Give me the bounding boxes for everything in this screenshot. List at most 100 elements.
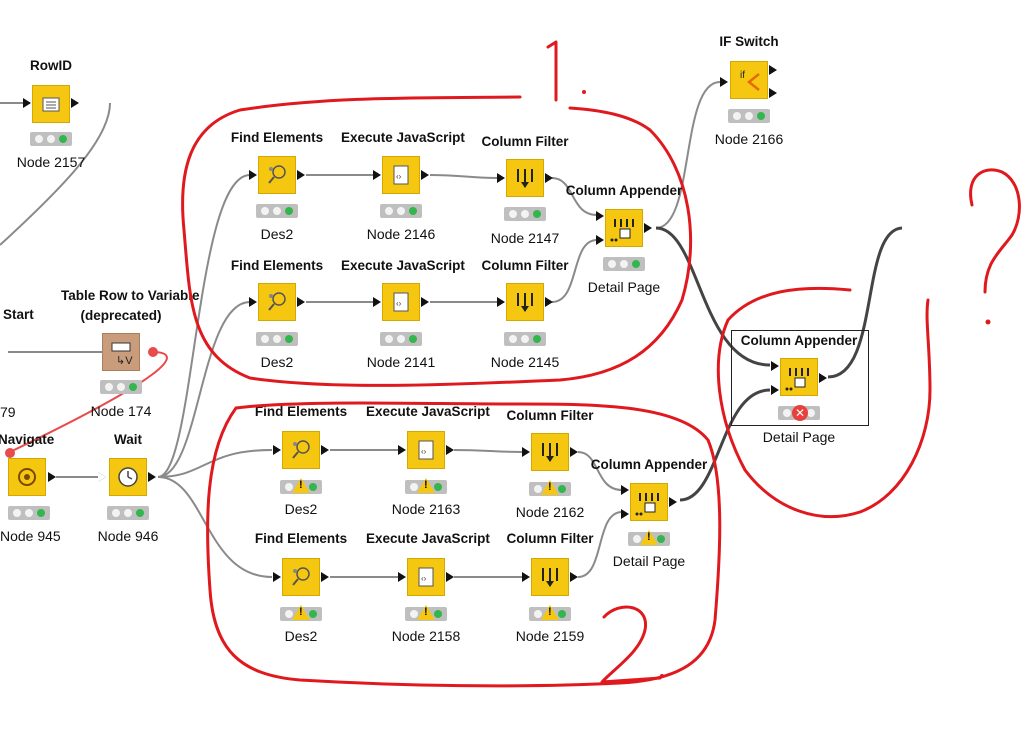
input-port[interactable] xyxy=(398,572,406,582)
node-execute-javascript[interactable]: Execute JavaScript ‹› Node 2141 xyxy=(341,258,465,370)
node-find-elements[interactable]: Find Elements Des2 xyxy=(217,258,337,370)
javascript-icon[interactable]: ‹› xyxy=(407,558,445,596)
input-port[interactable] xyxy=(497,297,505,307)
output-port[interactable] xyxy=(297,297,305,307)
if-switch-icon[interactable]: if xyxy=(730,61,768,99)
column-appender-icon[interactable] xyxy=(630,483,668,521)
node-label[interactable]: Node 2158 xyxy=(391,628,461,644)
input-port[interactable] xyxy=(23,98,31,108)
output-port[interactable] xyxy=(570,447,578,457)
output-port[interactable] xyxy=(421,170,429,180)
find-elements-icon[interactable] xyxy=(258,283,296,321)
output-port-top[interactable] xyxy=(769,65,777,75)
javascript-icon[interactable]: ‹› xyxy=(407,431,445,469)
node-label[interactable]: Node 2145 xyxy=(490,354,560,370)
input-port[interactable] xyxy=(720,77,728,87)
input-port-bottom[interactable] xyxy=(596,235,604,245)
warning-icon[interactable] xyxy=(640,530,658,545)
node-column-appender[interactable]: Column Appender Detail Page xyxy=(564,183,684,295)
output-port[interactable] xyxy=(446,445,454,455)
node-execute-javascript[interactable]: Execute JavaScript ‹› ! Node 2158 xyxy=(366,531,490,644)
warning-icon[interactable] xyxy=(417,605,435,620)
clock-icon[interactable] xyxy=(109,458,147,496)
node-if-switch[interactable]: IF Switch if Node 2166 xyxy=(689,34,809,147)
output-port-bottom[interactable] xyxy=(769,88,777,98)
input-port-top[interactable] xyxy=(771,361,779,371)
node-column-appender[interactable]: Column Appender ! Detail Page xyxy=(589,457,709,569)
node-label[interactable]: Des2 xyxy=(284,628,318,644)
input-port[interactable] xyxy=(249,170,257,180)
node-label[interactable]: Node 946 xyxy=(97,528,159,544)
output-port[interactable] xyxy=(545,297,553,307)
output-port[interactable] xyxy=(570,572,578,582)
node-table-row-to-variable[interactable]: Table Row to Variable (deprecated) ↳V No… xyxy=(61,288,200,419)
input-port-bottom[interactable] xyxy=(621,509,629,519)
node-label[interactable]: Node 2147 xyxy=(490,230,560,246)
find-elements-icon[interactable] xyxy=(258,156,296,194)
node-find-elements[interactable]: Find Elements Des2 xyxy=(217,130,337,242)
node-label[interactable]: Detail Page xyxy=(612,553,686,569)
node-label[interactable]: Node 2163 xyxy=(391,501,461,517)
node-execute-javascript[interactable]: Execute JavaScript ‹› Node 2146 xyxy=(341,130,465,242)
input-port-bottom[interactable] xyxy=(771,385,779,395)
column-filter-icon[interactable] xyxy=(506,283,544,321)
output-port[interactable] xyxy=(148,472,156,482)
flow-variable-port[interactable] xyxy=(148,347,158,357)
javascript-icon[interactable]: ‹› xyxy=(382,156,420,194)
node-wait[interactable]: Wait Node 946 xyxy=(68,432,188,544)
find-elements-icon[interactable] xyxy=(282,431,320,469)
input-port[interactable] xyxy=(398,445,406,455)
flow-variable-port[interactable] xyxy=(5,448,15,458)
node-column-filter[interactable]: Column Filter Node 2145 xyxy=(465,258,585,370)
warning-icon[interactable] xyxy=(292,478,310,493)
warning-icon[interactable] xyxy=(292,605,310,620)
node-find-elements[interactable]: Find Elements ! Des2 xyxy=(241,531,361,644)
output-port[interactable] xyxy=(644,223,652,233)
node-label[interactable]: Des2 xyxy=(260,354,294,370)
output-port[interactable] xyxy=(819,373,827,383)
input-port[interactable] xyxy=(373,170,381,180)
output-port[interactable] xyxy=(421,297,429,307)
table-row-to-variable-icon[interactable]: ↳V xyxy=(102,333,140,371)
column-filter-icon[interactable] xyxy=(531,433,569,471)
node-rowid[interactable]: RowID Node 2157 xyxy=(0,58,111,170)
node-label[interactable]: Node 2166 xyxy=(714,131,784,147)
node-label[interactable]: Detail Page xyxy=(587,279,661,295)
javascript-icon[interactable]: ‹› xyxy=(382,283,420,321)
node-column-filter[interactable]: Column Filter Node 2147 xyxy=(465,134,585,246)
error-icon[interactable]: ✕ xyxy=(792,405,808,421)
node-column-filter[interactable]: Column Filter ! Node 2162 xyxy=(490,408,610,520)
input-port-top[interactable] xyxy=(621,485,629,495)
input-port[interactable] xyxy=(273,572,281,582)
find-elements-icon[interactable] xyxy=(282,558,320,596)
warning-icon[interactable] xyxy=(541,605,559,620)
node-label[interactable]: Node 2141 xyxy=(366,354,436,370)
input-port[interactable] xyxy=(273,445,281,455)
input-port[interactable] xyxy=(522,447,530,457)
node-find-elements[interactable]: Find Elements ! Des2 xyxy=(241,404,361,517)
output-port[interactable] xyxy=(71,98,79,108)
input-port-top[interactable] xyxy=(596,211,604,221)
output-port[interactable] xyxy=(297,170,305,180)
input-port[interactable] xyxy=(522,572,530,582)
output-port[interactable] xyxy=(321,445,329,455)
node-column-filter[interactable]: Column Filter ! Node 2159 xyxy=(490,531,610,644)
node-column-appender-final[interactable]: Column Appender ✕ Detail Page xyxy=(739,333,859,445)
node-label[interactable]: Node 174 xyxy=(90,403,152,419)
column-filter-icon[interactable] xyxy=(506,159,544,197)
warning-icon[interactable] xyxy=(417,478,435,493)
node-label[interactable]: Node 2146 xyxy=(366,226,436,242)
node-label-partial[interactable]: Node 945 xyxy=(0,528,61,544)
rowid-icon[interactable] xyxy=(32,85,70,123)
navigate-icon[interactable] xyxy=(8,458,46,496)
output-port[interactable] xyxy=(321,572,329,582)
node-label-partial[interactable]: 79 xyxy=(0,404,16,420)
node-label[interactable]: Detail Page xyxy=(762,429,836,445)
column-filter-icon[interactable] xyxy=(531,558,569,596)
output-port[interactable] xyxy=(545,173,553,183)
output-port[interactable] xyxy=(48,472,56,482)
warning-icon[interactable] xyxy=(541,480,559,495)
node-label[interactable]: Des2 xyxy=(260,226,294,242)
input-port[interactable] xyxy=(373,297,381,307)
node-label[interactable]: Node 2159 xyxy=(515,628,585,644)
